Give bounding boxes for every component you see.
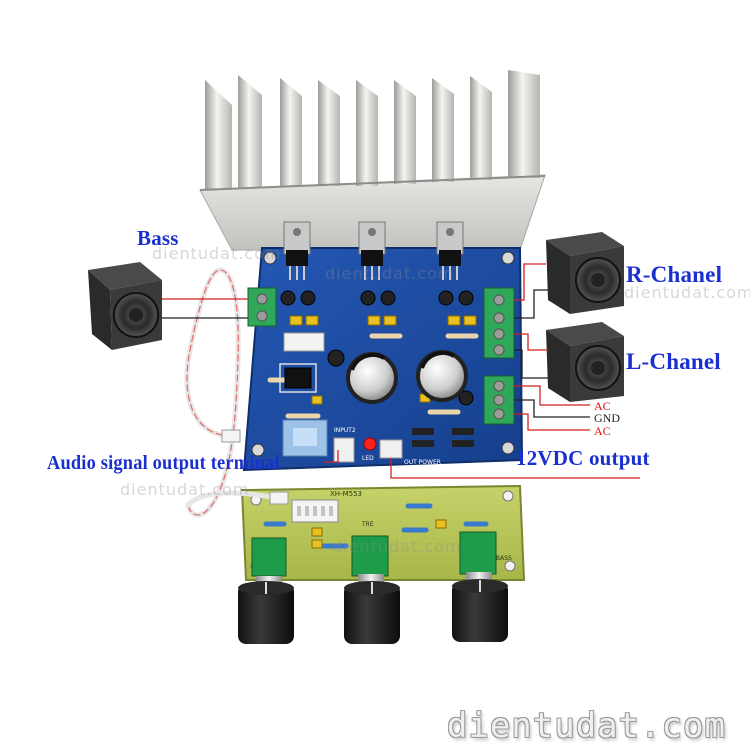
label-12vdc-output: 12VDC output bbox=[516, 446, 650, 470]
watermark: dientudat.com bbox=[325, 264, 455, 283]
right-speaker bbox=[546, 232, 624, 314]
speaker-terminal bbox=[483, 287, 515, 359]
knob-right bbox=[452, 531, 508, 642]
silkscreen-model: XH-M553 bbox=[330, 490, 362, 498]
bass-speaker bbox=[88, 262, 162, 350]
brand-watermark: dientudat.com bbox=[446, 706, 726, 746]
left-speaker bbox=[546, 322, 624, 402]
label-audio-output: Audio signal output terminal bbox=[47, 452, 280, 474]
bass-terminal bbox=[247, 287, 277, 327]
watermark: dientudat.com bbox=[332, 537, 462, 556]
knob-left bbox=[238, 537, 294, 644]
silkscreen-input: INPUT2 bbox=[334, 427, 356, 434]
connection-lines bbox=[162, 263, 640, 479]
watermark: dientudat.com bbox=[624, 283, 750, 302]
label-ac-1: AC bbox=[594, 399, 611, 413]
label-r-channel: R-Chanel bbox=[626, 262, 723, 287]
silkscreen-bass: BASS bbox=[496, 555, 512, 562]
amplifier-ic bbox=[436, 221, 464, 280]
label-ac-2: AC bbox=[594, 424, 611, 438]
label-bass: Bass bbox=[137, 226, 179, 250]
amplifier-ic bbox=[358, 221, 386, 280]
silkscreen-led: LED bbox=[362, 455, 374, 462]
watermark: dientudat.com bbox=[120, 480, 250, 499]
label-l-channel: L-Chanel bbox=[626, 349, 721, 374]
knob-middle bbox=[344, 535, 400, 644]
tone-control-board: XH-M553 TRE BASS bbox=[240, 484, 526, 581]
ribbon-cable bbox=[184, 267, 289, 518]
silkscreen-out-power: OUT POWER bbox=[404, 459, 441, 466]
ac-terminal bbox=[483, 375, 515, 425]
amplifier-ic bbox=[283, 221, 311, 280]
watermark: dientudat.com bbox=[152, 244, 282, 263]
silkscreen-tre: TRE bbox=[361, 521, 374, 528]
main-amplifier-board: INPUT2 LED OUT POWER bbox=[242, 221, 524, 472]
label-gnd: GND bbox=[594, 411, 620, 425]
